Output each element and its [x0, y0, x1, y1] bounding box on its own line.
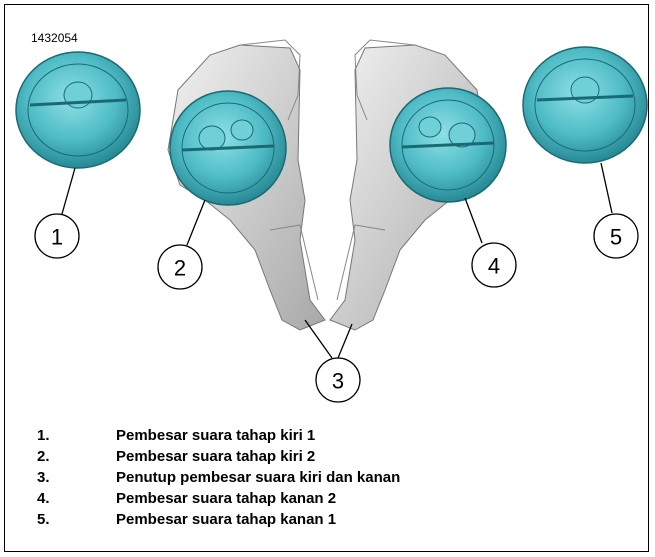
figure-id: 1432054	[31, 31, 78, 45]
legend-item-number: 4.	[37, 490, 50, 507]
legend-item: 5. Pembesar suara tahap kanan 1	[37, 509, 400, 530]
legend-item: 2. Pembesar suara tahap kiri 2	[37, 446, 400, 467]
callout-5-label: 5	[610, 225, 622, 250]
callout-1-label: 1	[51, 225, 63, 250]
legend-item-label: Pembesar suara tahap kiri 1	[116, 427, 316, 444]
legend-item-label: Pembesar suara tahap kanan 2	[116, 490, 337, 507]
leader-lines	[61, 162, 613, 359]
legend-item-number: 3.	[37, 469, 50, 486]
callout-1: 1	[34, 213, 80, 259]
legend-item-number: 2.	[37, 448, 50, 465]
callout-3: 3	[315, 357, 361, 403]
callout-4-label: 4	[488, 254, 500, 279]
legend-list: 1. Pembesar suara tahap kiri 1 2. Pembesar…	[37, 425, 400, 530]
legend-item-number: 5.	[37, 511, 50, 528]
speaker-2-icon	[169, 90, 287, 206]
callout-2-label: 2	[174, 256, 186, 281]
legend-item-label: Pembesar suara tahap kanan 1	[116, 511, 337, 528]
legend-item: 3. Penutup pembesar suara kiri dan kanan	[37, 467, 400, 488]
callout-5: 5	[593, 213, 639, 259]
speaker-4-icon	[389, 87, 507, 203]
speaker-1-icon	[15, 51, 141, 169]
speaker-5-icon	[522, 46, 648, 164]
callout-2: 2	[157, 244, 203, 290]
legend-item-number: 1.	[37, 427, 50, 444]
callout-3-label: 3	[332, 369, 344, 394]
legend-item-label: Penutup pembesar suara kiri dan kanan	[116, 469, 401, 486]
legend-item-label: Pembesar suara tahap kiri 2	[116, 448, 316, 465]
callout-4: 4	[471, 242, 517, 288]
legend-item: 1. Pembesar suara tahap kiri 1	[37, 425, 400, 446]
legend-item: 4. Pembesar suara tahap kanan 2	[37, 488, 400, 509]
